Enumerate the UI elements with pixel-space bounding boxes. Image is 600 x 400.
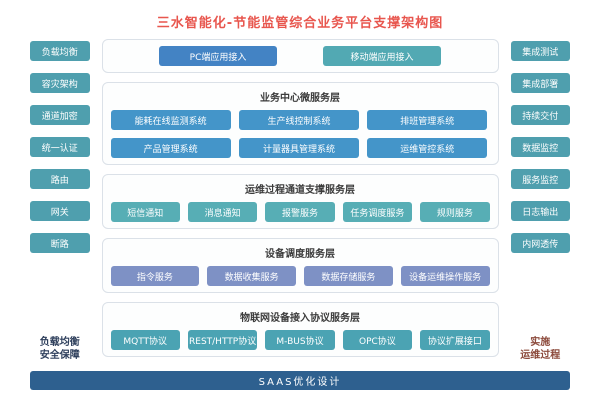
sidebar-item-data-monitoring: 数据监控 xyxy=(510,137,571,157)
sidebar-item-integration-deploy: 集成部署 xyxy=(510,73,571,93)
layer-nodes: MQTT协议 REST/HTTP协议 M-BUS协议 OPC协议 协议扩展接口 xyxy=(110,330,490,350)
mobile-access-node: 移动端应用接入 xyxy=(323,46,441,66)
sidebar-item-load-balancing: 负载均衡 xyxy=(30,41,90,61)
node-shift-management-system: 排班管理系统 xyxy=(367,110,488,130)
access-layer: PC端应用接入 移动端应用接入 xyxy=(101,39,499,73)
node-ops-control-system: 运维管控系统 xyxy=(367,138,488,158)
layer-nodes: 能耗在线监测系统 生产线控制系统 排班管理系统 产品管理系统 计量器具管理系统 … xyxy=(110,110,490,158)
layer-business-microservices: 业务中心微服务层 能耗在线监测系统 生产线控制系统 排班管理系统 产品管理系统 … xyxy=(101,82,499,165)
node-mqtt-protocol: MQTT协议 xyxy=(110,330,180,350)
node-production-line-control-system: 生产线控制系统 xyxy=(238,110,360,130)
node-rule-service: 规则服务 xyxy=(420,202,490,222)
node-protocol-extension-interface: 协议扩展接口 xyxy=(420,330,490,350)
sidebar-item-circuit-break: 断路 xyxy=(30,233,90,253)
sidebar-item-unified-auth: 统一认证 xyxy=(30,137,90,157)
node-data-storage-service: 数据存储服务 xyxy=(304,266,393,286)
node-alarm-service: 报警服务 xyxy=(265,202,335,222)
sidebar-item-service-monitoring: 服务监控 xyxy=(510,169,571,189)
left-footer-line1: 负载均衡 xyxy=(39,337,80,348)
node-message-notification: 消息通知 xyxy=(187,202,258,222)
sidebar-item-intranet-passthrough: 内网透传 xyxy=(510,233,571,253)
right-sidebar: 集成测试 集成部署 持续交付 数据监控 服务监控 日志输出 内网透传 实施 运维… xyxy=(510,39,571,362)
sidebar-item-channel-encryption: 通道加密 xyxy=(30,105,90,125)
node-rest-http-protocol: REST/HTTP协议 xyxy=(187,330,258,350)
saas-foundation-bar: SAAS优化设计 xyxy=(30,371,570,390)
pc-access-node: PC端应用接入 xyxy=(159,46,277,66)
node-device-ops-service: 设备运维操作服务 xyxy=(400,266,490,286)
page-title: 三水智能化-节能监管综合业务平台支撑架构图 xyxy=(156,16,444,31)
right-footer-line2: 运维过程 xyxy=(520,350,561,361)
layer-title: 设备调度服务层 xyxy=(265,249,335,260)
layer-device-dispatch: 设备调度服务层 指令服务 数据收集服务 数据存储服务 设备运维操作服务 xyxy=(101,238,499,293)
center-column: PC端应用接入 移动端应用接入 业务中心微服务层 能耗在线监测系统 生产线控制系… xyxy=(101,39,499,362)
node-energy-monitoring-system: 能耗在线监测系统 xyxy=(110,110,231,130)
layer-nodes: 短信通知 消息通知 报警服务 任务调度服务 规则服务 xyxy=(110,202,490,222)
sidebar-item-disaster-recovery: 容灾架构 xyxy=(30,73,90,93)
left-sidebar: 负载均衡 容灾架构 通道加密 统一认证 路由 网关 断路 负载均衡 安全保障 xyxy=(30,39,90,362)
node-command-service: 指令服务 xyxy=(110,266,200,286)
sidebar-item-gateway: 网关 xyxy=(30,201,90,221)
node-sms-notification: 短信通知 xyxy=(110,202,180,222)
sidebar-item-routing: 路由 xyxy=(30,169,90,189)
diagram-body: 负载均衡 容灾架构 通道加密 统一认证 路由 网关 断路 负载均衡 安全保障 P… xyxy=(30,39,571,362)
node-metering-instrument-system: 计量器具管理系统 xyxy=(238,138,360,158)
node-product-management-system: 产品管理系统 xyxy=(110,138,231,158)
left-sidebar-footer: 负载均衡 安全保障 xyxy=(30,336,90,362)
layer-nodes: 指令服务 数据收集服务 数据存储服务 设备运维操作服务 xyxy=(110,266,490,286)
layer-title: 业务中心微服务层 xyxy=(260,93,340,104)
node-mbus-protocol: M-BUS协议 xyxy=(265,330,335,350)
right-footer-line1: 实施 xyxy=(530,337,551,348)
left-footer-line2: 安全保障 xyxy=(39,350,80,361)
node-opc-protocol: OPC协议 xyxy=(342,330,413,350)
node-task-scheduling-service: 任务调度服务 xyxy=(342,202,413,222)
sidebar-item-continuous-delivery: 持续交付 xyxy=(510,105,571,125)
right-sidebar-footer: 实施 运维过程 xyxy=(511,336,571,362)
node-data-collection-service: 数据收集服务 xyxy=(207,266,296,286)
layer-iot-protocol-access: 物联网设备接入协议服务层 MQTT协议 REST/HTTP协议 M-BUS协议 … xyxy=(101,302,499,357)
sidebar-item-integration-test: 集成测试 xyxy=(510,41,571,61)
sidebar-item-log-output: 日志输出 xyxy=(510,201,571,221)
layer-ops-channel-support: 运维过程通道支撑服务层 短信通知 消息通知 报警服务 任务调度服务 规则服务 xyxy=(101,174,499,229)
layer-title: 物联网设备接入协议服务层 xyxy=(240,313,360,324)
layer-title: 运维过程通道支撑服务层 xyxy=(245,185,355,196)
